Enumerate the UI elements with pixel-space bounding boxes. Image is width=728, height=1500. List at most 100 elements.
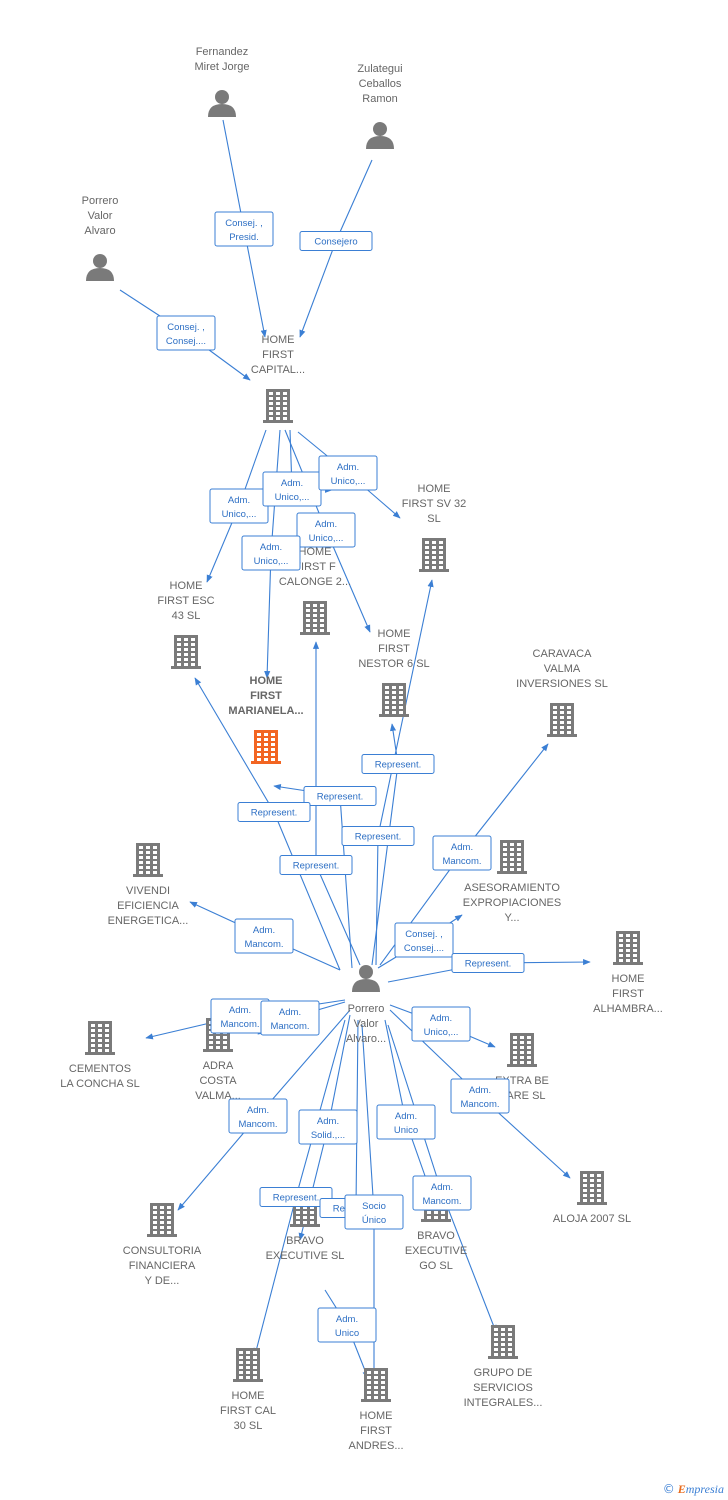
node-label: EXECUTIVE (405, 1245, 467, 1257)
node-home-alhambra[interactable]: HOMEFIRSTALHAMBRA... (593, 931, 663, 1015)
relation-text: Consej. , (405, 929, 443, 940)
relation-label[interactable]: Adm.Unico,... (296, 512, 356, 548)
relation-box (228, 1098, 288, 1134)
node-label: LA CONCHA SL (60, 1078, 139, 1090)
relation-text: Mancom. (270, 1021, 309, 1032)
relation-text: Adm. (337, 462, 359, 473)
relation-label[interactable]: Represent. (341, 826, 415, 846)
node-label: Ramon (362, 93, 397, 105)
node-label: FIRST (612, 988, 644, 1000)
relation-label[interactable]: Adm.Mancom. (210, 998, 270, 1034)
relation-text: Adm. (281, 478, 303, 489)
relation-label[interactable]: Adm.Unico,... (411, 1006, 471, 1042)
relation-text: Represent. (273, 1193, 319, 1204)
node-label: VALMA (544, 663, 581, 675)
brand-footer: ©Empresia (663, 1482, 724, 1497)
relation-box (450, 1078, 510, 1114)
node-label: Fernandez (196, 46, 249, 58)
relation-text: Adm. (430, 1013, 452, 1024)
relation-label[interactable]: Consejero (299, 231, 373, 251)
node-label: BRAVO (417, 1230, 455, 1242)
relation-box (344, 1194, 404, 1230)
node-aloja[interactable]: ALOJA 2007 SL (553, 1171, 631, 1225)
node-label: ADRA (203, 1060, 234, 1072)
relation-text: Adm. (395, 1111, 417, 1122)
building-icon (85, 1021, 115, 1055)
relation-label[interactable]: Adm. Unico (376, 1104, 436, 1140)
node-home-marianela[interactable]: HOMEFIRSTMARIANELA... (228, 675, 304, 764)
relation-box (411, 1006, 471, 1042)
relation-box (303, 786, 377, 806)
person-icon (366, 122, 394, 149)
relation-label[interactable]: Adm.Unico,... (209, 488, 269, 524)
building-icon (133, 843, 163, 877)
relation-label[interactable]: Represent. (259, 1187, 333, 1207)
node-label: VIVENDI (126, 885, 170, 897)
node-label: NESTOR 6 SL (358, 658, 429, 670)
node-label: GO SL (419, 1260, 453, 1272)
node-label: INVERSIONES SL (516, 678, 608, 690)
relation-label[interactable]: Consej. ,Consej.... (156, 315, 216, 351)
node-label: FIRST (360, 1425, 392, 1437)
node-label: HOME (299, 546, 332, 558)
relation-label[interactable]: Adm.Mancom. (450, 1078, 510, 1114)
relation-box (279, 855, 353, 875)
relation-label[interactable]: Represent. (237, 802, 311, 822)
relation-label[interactable]: Adm.Unico,... (262, 471, 322, 507)
node-label: CEMENTOS (69, 1063, 131, 1075)
relation-label[interactable]: Adm.Mancom. (260, 1000, 320, 1036)
node-label: Ceballos (359, 78, 402, 90)
relation-box (394, 922, 454, 958)
relation-label[interactable]: Adm.Solid.,... (298, 1109, 358, 1145)
relation-label[interactable]: Represent. (451, 953, 525, 973)
relation-box (298, 1109, 358, 1145)
relation-text: Consej. , (225, 218, 263, 229)
relation-label[interactable]: Represent. (303, 786, 377, 806)
relation-text: Represent. (465, 959, 511, 970)
relation-label[interactable]: Adm.Unico (317, 1307, 377, 1343)
node-home-capital[interactable]: HOMEFIRSTCAPITAL... (251, 334, 305, 423)
relation-label[interactable]: Adm.Mancom. (412, 1175, 472, 1211)
relation-label[interactable]: Adm.Mancom. (432, 835, 492, 871)
node-label: 30 SL (234, 1420, 263, 1432)
relation-label[interactable]: Represent. (279, 855, 353, 875)
relation-text: Adm. (247, 1105, 269, 1116)
relation-label[interactable]: Consej. , Presid. (214, 211, 274, 247)
relation-text: Adm. (469, 1085, 491, 1096)
relation-text: Adm. (431, 1182, 453, 1193)
relation-label[interactable]: Represent. (361, 754, 435, 774)
relation-text: Único (362, 1215, 386, 1226)
node-label: HOME (170, 580, 203, 592)
relation-label[interactable]: Adm.Unico,... (241, 535, 301, 571)
node-grupo[interactable]: GRUPO DESERVICIOSINTEGRALES... (464, 1325, 543, 1409)
node-asesoramiento[interactable]: ASESORAMIENTOEXPROPIACIONESY... (463, 840, 561, 924)
relation-text: Presid. (229, 232, 259, 243)
node-porrero-center[interactable]: PorreroValorAlvaro... (346, 965, 386, 1045)
node-cementos[interactable]: CEMENTOS LA CONCHA SL (60, 1021, 140, 1090)
relation-box (318, 455, 378, 491)
relation-box (214, 211, 274, 247)
relation-label[interactable]: Adm.Mancom. (228, 1098, 288, 1134)
relation-label[interactable]: Adm.Mancom. (234, 918, 294, 954)
node-vivendi[interactable]: VIVENDIEFICIENCIAENERGETICA... (108, 843, 189, 927)
relation-label[interactable]: Adm.Unico,... (318, 455, 378, 491)
node-home-andres[interactable]: HOMEFIRSTANDRES... (348, 1368, 404, 1452)
relation-text: Consej.... (404, 943, 444, 954)
relation-label[interactable]: Consej. , Consej.... (394, 922, 454, 958)
relation-box (341, 826, 415, 846)
relation-text: Unico (394, 1125, 418, 1136)
relation-text: Adm. (315, 519, 337, 530)
node-label: FINANCIERA (129, 1260, 196, 1272)
